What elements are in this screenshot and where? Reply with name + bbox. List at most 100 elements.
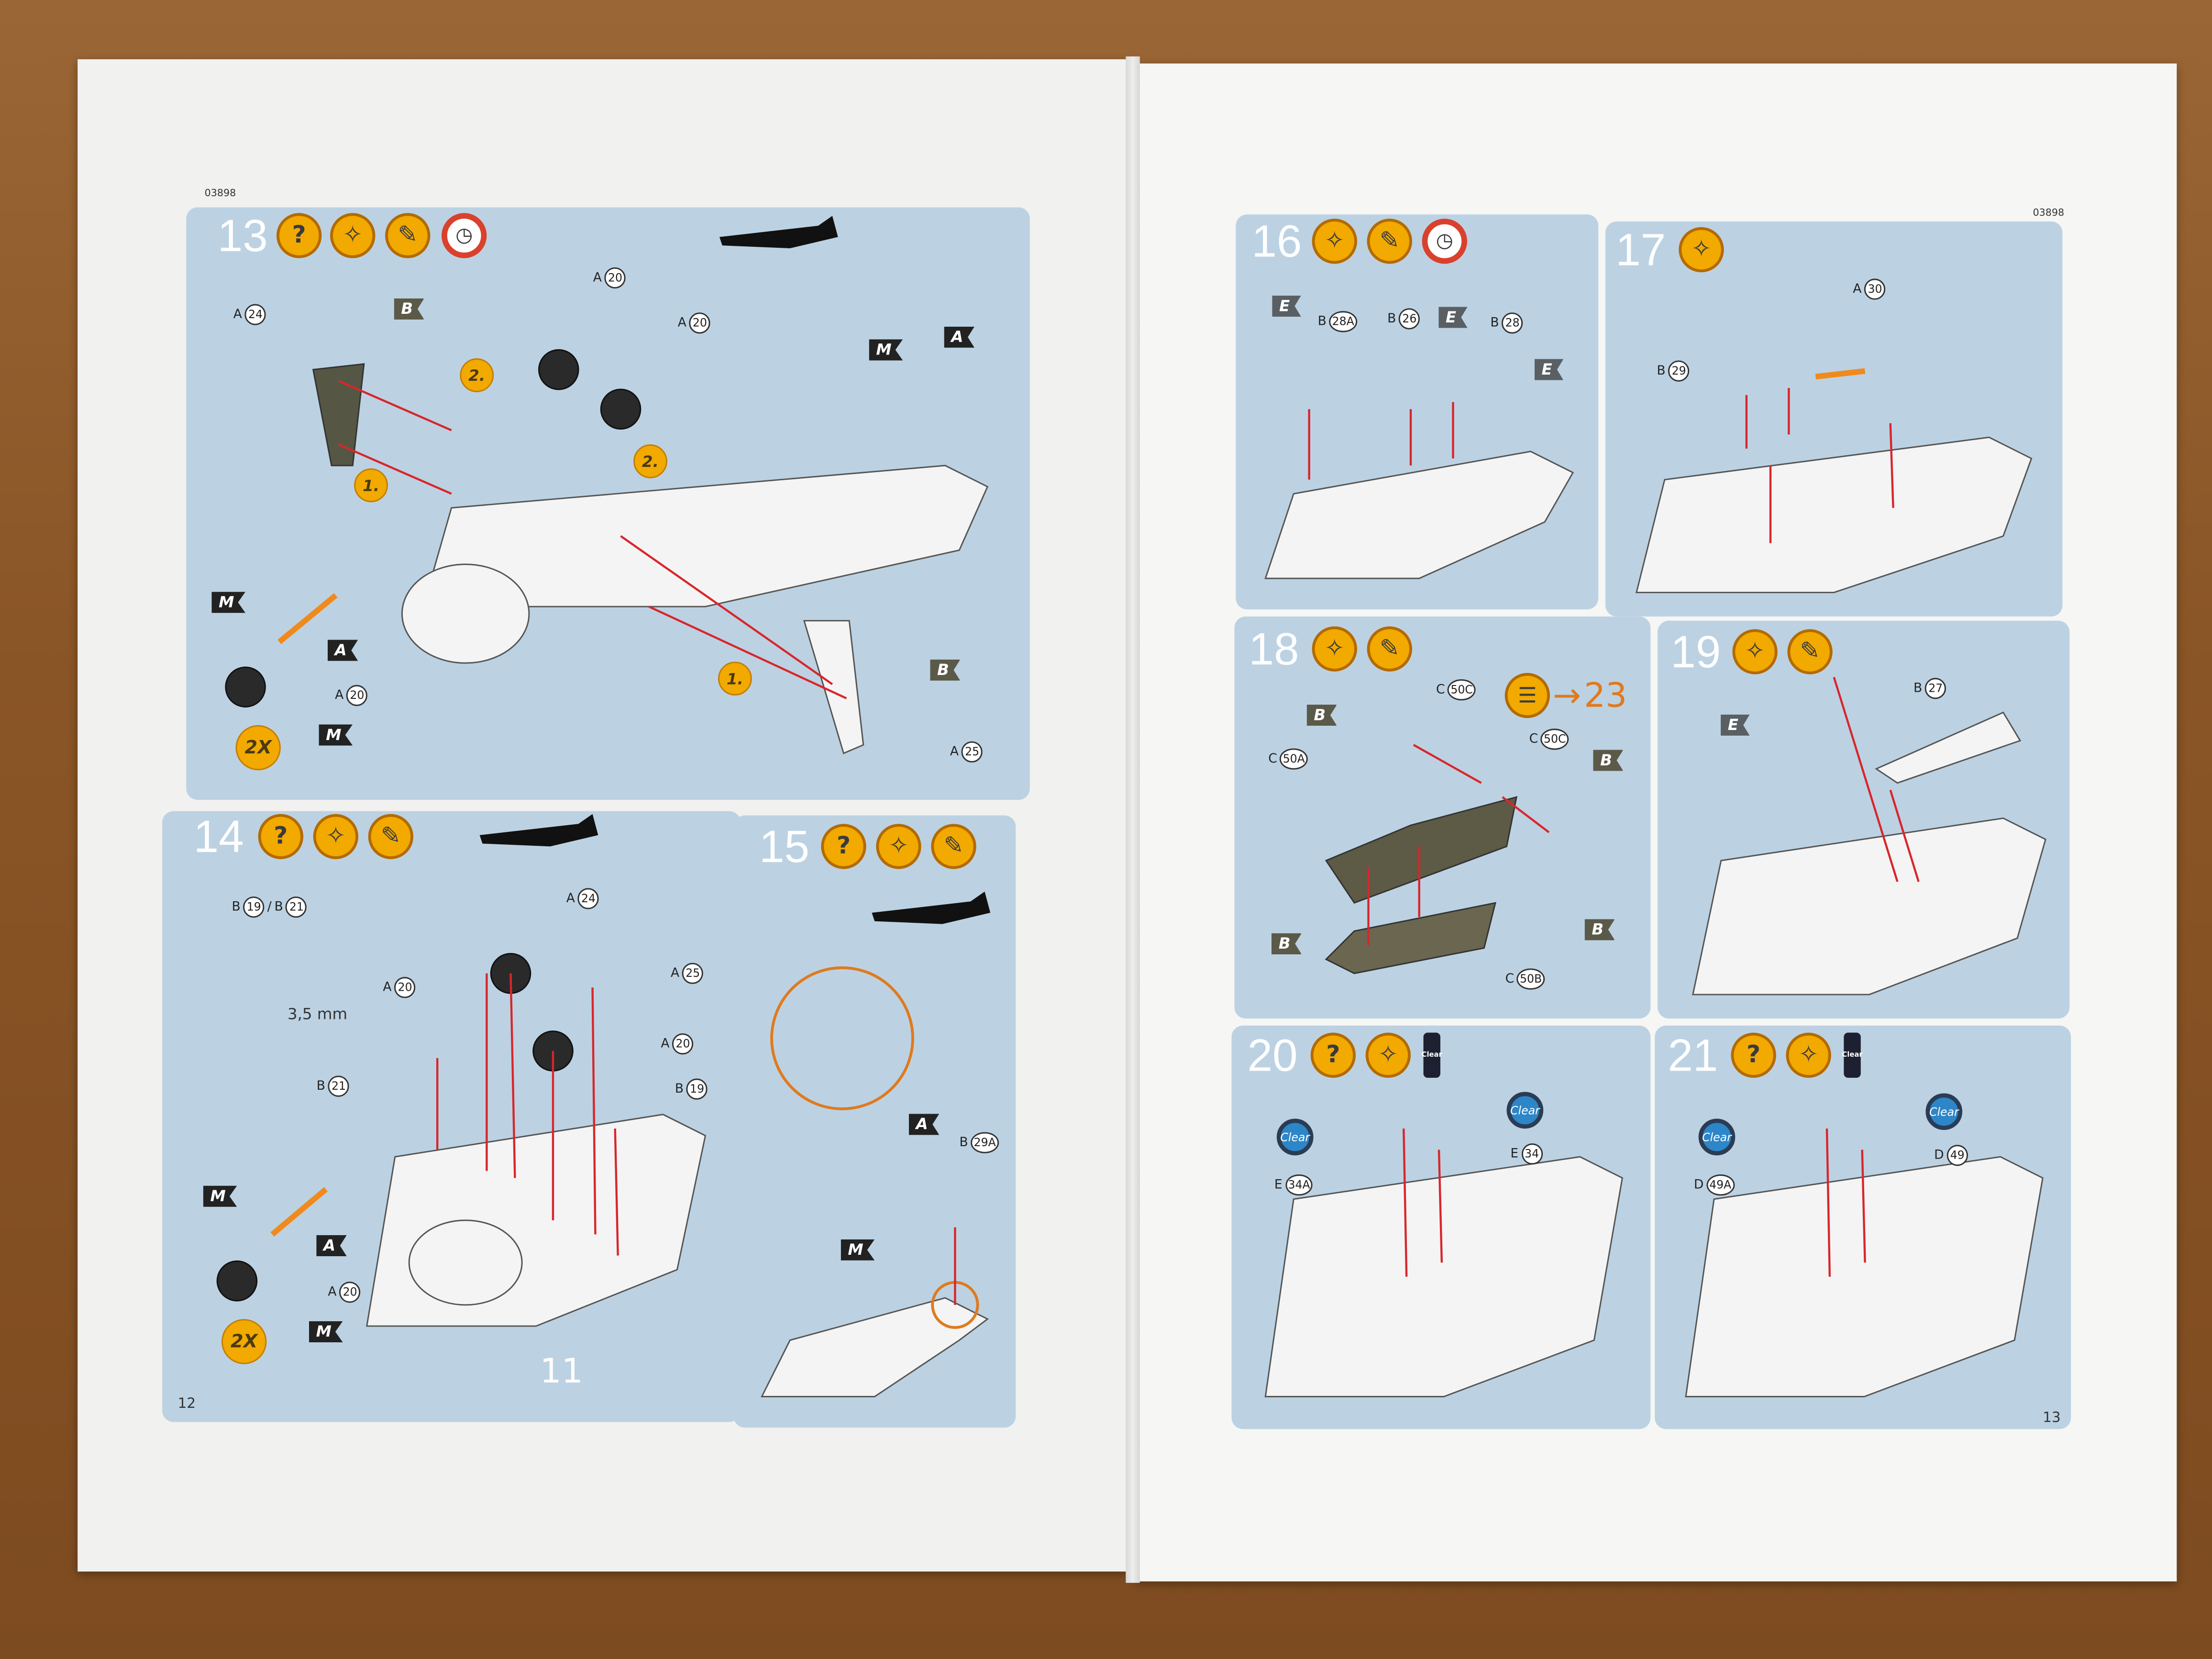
sprue-flag: A	[327, 640, 358, 661]
sprue-letter: B	[232, 900, 241, 914]
flag-label: M	[319, 724, 353, 746]
part-number: 30	[1864, 278, 1886, 300]
question-icon: ?	[276, 213, 322, 258]
sprue-letter: A	[950, 745, 959, 759]
sprue-flag: E	[1721, 714, 1750, 736]
sprue-letter: B	[274, 900, 283, 914]
sprue-letter: A	[383, 980, 392, 995]
sub-assembly-number: 11	[540, 1351, 583, 1391]
glue-icon: ✧	[876, 824, 921, 869]
glue-icon: ✧	[1312, 626, 1357, 672]
clear-paint-badge: Clear	[1276, 1118, 1314, 1156]
glue-icon: ✧	[1365, 1032, 1411, 1078]
sprue-letter: C	[1436, 683, 1445, 697]
orange-arrow-icon: →	[1552, 675, 1582, 716]
flag-label: E	[1534, 359, 1564, 380]
sprue-flag: M	[841, 1239, 875, 1261]
sprue-flag: M	[869, 339, 903, 361]
clear-label: Clear	[1276, 1118, 1314, 1156]
flag-label: E	[1721, 714, 1750, 736]
sprue-letter: B	[1317, 314, 1327, 329]
paint-icon: ✎	[1787, 629, 1833, 675]
sprue-letter: E	[1274, 1178, 1283, 1192]
annotation: 3,5 mm	[288, 1005, 347, 1023]
sprue-letter: C	[1268, 752, 1277, 766]
sequence-label: 1.	[718, 662, 752, 696]
kit-code-left: 03898	[204, 188, 236, 199]
step-number: 13	[217, 210, 268, 261]
sequence-badge: 2.	[460, 358, 494, 392]
sprue-letter: D	[1693, 1178, 1704, 1192]
sprue-flag: M	[203, 1185, 237, 1207]
step-21-panel	[1655, 1025, 2071, 1429]
clear-paint-badge: Clear	[1698, 1118, 1736, 1156]
sequence-badge: 2X	[235, 725, 281, 771]
glue-icon: ✧	[313, 814, 359, 859]
sprue-flag: A	[908, 1114, 940, 1135]
sprue-flag: M	[211, 592, 246, 613]
sprue-flag: B	[930, 659, 961, 681]
question-icon: ?	[1731, 1032, 1776, 1078]
step-number: 20	[1247, 1029, 1298, 1081]
clock-icon: ◷	[1422, 219, 1467, 264]
question-icon: ?	[821, 824, 866, 869]
sprue-letter: C	[1529, 732, 1538, 747]
sprue-letter: B	[675, 1082, 684, 1096]
sprue-letter: C	[1505, 972, 1515, 986]
sequence-label: 1.	[354, 468, 388, 502]
step-number: 17	[1615, 224, 1666, 276]
sprue-letter: A	[328, 1285, 337, 1300]
part-number: 20	[346, 685, 368, 706]
glue-icon: ✧	[330, 213, 376, 258]
flag-label: M	[841, 1239, 875, 1261]
step-13-panel	[186, 207, 1030, 800]
flag-label: B	[1593, 750, 1624, 771]
flag-label: B	[930, 659, 961, 681]
sprue-letter: E	[1510, 1147, 1519, 1161]
glue-icon: ✧	[1786, 1032, 1831, 1078]
question-icon: ?	[1310, 1032, 1356, 1078]
page-number-right: 13	[2043, 1411, 2061, 1427]
clear-label: Clear	[1698, 1118, 1736, 1156]
sprue-flag: A	[316, 1235, 347, 1257]
separator: /	[267, 900, 272, 914]
clear-paint-badge: Clear	[1506, 1092, 1544, 1129]
flag-label: M	[211, 592, 246, 613]
step-15-panel	[733, 815, 1016, 1428]
part-number: 34A	[1285, 1174, 1313, 1196]
see-step-reference: ☰→23	[1504, 673, 1627, 719]
paint-icon: ✎	[368, 814, 414, 859]
sprue-flag: B	[1306, 705, 1337, 726]
step-19-panel	[1658, 620, 2070, 1019]
flag-label: M	[203, 1185, 237, 1207]
flag-label: B	[1271, 933, 1302, 954]
flag-label: B	[1584, 919, 1615, 940]
sprue-flag: E	[1534, 359, 1564, 380]
target-step: 23	[1584, 675, 1627, 716]
part-number: 28A	[1329, 311, 1357, 332]
flag-label: B	[394, 298, 424, 320]
part-number: 50C	[1541, 729, 1569, 750]
step-number: 18	[1249, 623, 1299, 675]
clear-label: Clear	[1506, 1092, 1544, 1129]
flag-label: A	[908, 1114, 940, 1135]
part-number: 25	[682, 962, 704, 984]
